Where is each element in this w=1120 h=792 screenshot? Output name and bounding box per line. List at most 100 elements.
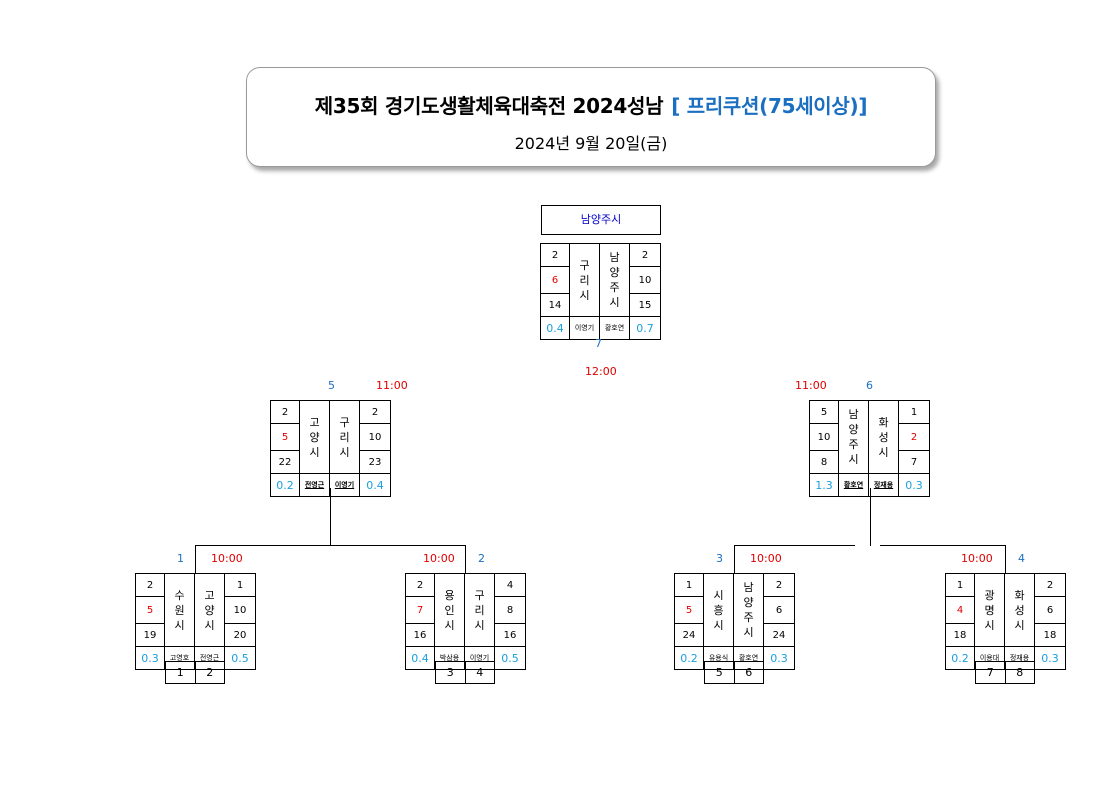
left-high-run: 8 [809, 450, 839, 474]
team-name-char: 남 [848, 408, 859, 421]
match-time: 11:00 [795, 379, 827, 392]
right-innings-count: 2 [359, 400, 391, 424]
bracket-line [195, 545, 466, 546]
team-name-char: 고 [309, 415, 320, 429]
left-innings-count: 2 [270, 400, 300, 424]
team-name-char: 주 [848, 438, 859, 451]
team-name-char: 남 [609, 251, 620, 264]
team-name-char: 시 [848, 453, 859, 466]
team-name-char: 시 [984, 618, 995, 632]
team-name-char: 명 [984, 603, 995, 617]
right-referee: 정재용 [868, 473, 899, 497]
left-referee: 전영근 [299, 473, 330, 497]
team-name-char: 양 [309, 430, 320, 444]
match-number: 1 [177, 552, 184, 565]
left-average: 0.4 [405, 646, 435, 670]
right-score: 10 [629, 266, 661, 294]
left-score: 5 [135, 596, 165, 624]
team-name-char: 양 [743, 596, 754, 609]
champion-box: 남양주시 [541, 205, 661, 235]
right-high-run: 15 [629, 293, 661, 317]
team-name-char: 시 [713, 618, 724, 632]
right-average: 0.5 [224, 646, 256, 670]
team-name-char: 구 [474, 588, 485, 602]
left-score: 4 [945, 596, 975, 624]
team-name-char: 남 [743, 581, 754, 594]
left-innings-count: 2 [135, 573, 165, 597]
draw-slot: 2 [194, 661, 225, 684]
title-box: 제35회 경기도생활체육대축전 2024성남[ 프리쿠션(75세이상)] 202… [246, 67, 936, 167]
draw-slot: 6 [733, 661, 764, 684]
right-innings-count: 1 [898, 400, 930, 424]
team-name-char: 구 [579, 258, 590, 272]
page-title: 제35회 경기도생활체육대축전 2024성남[ 프리쿠션(75세이상)] [247, 90, 935, 119]
team-name-char: 시 [609, 296, 620, 309]
left-high-run: 22 [270, 450, 300, 474]
match-time: 10:00 [211, 552, 243, 565]
right-innings-count: 2 [763, 573, 795, 597]
team-name-char: 시 [743, 626, 754, 639]
left-average: 1.3 [809, 473, 839, 497]
draw-slot: 1 [165, 661, 196, 684]
team-name-char: 리 [339, 430, 350, 444]
team-name-char: 리 [579, 273, 590, 287]
match-number: 2 [478, 552, 485, 565]
draw-slot: 7 [975, 661, 1006, 684]
team-name-char: 원 [174, 603, 185, 617]
bracket-line [1005, 545, 1006, 573]
team-name-char: 양 [848, 423, 859, 436]
right-score: 2 [898, 423, 930, 451]
draw-slot: 3 [435, 661, 466, 684]
team-name-char: 인 [444, 603, 455, 617]
team-name-char: 시 [174, 618, 185, 632]
match-number: 6 [866, 379, 873, 392]
right-score: 10 [359, 423, 391, 451]
team-name-char: 시 [309, 445, 320, 459]
final-match-time: 12:00 [585, 365, 617, 378]
draw-slot: 5 [704, 661, 735, 684]
team-name-char: 양 [609, 266, 620, 279]
team-name-char: 시 [474, 618, 485, 632]
right-average: 0.3 [763, 646, 795, 670]
team-name-char: 고 [204, 588, 215, 602]
left-average: 0.2 [270, 473, 300, 497]
right-average: 0.3 [1034, 646, 1066, 670]
team-name-char: 주 [743, 611, 754, 624]
team-name-char: 구 [339, 415, 350, 429]
team-name-char: 시 [579, 288, 590, 302]
bracket-line [870, 488, 871, 546]
right-score: 8 [494, 596, 526, 624]
left-score: 7 [405, 596, 435, 624]
tournament-title: 제35회 경기도생활체육대축전 2024성남 [314, 94, 664, 118]
team-name-char: 리 [474, 603, 485, 617]
left-average: 0.4 [540, 316, 570, 340]
team-name-char: 광 [984, 588, 995, 602]
team-name-char: 흥 [713, 603, 724, 617]
team-name-char: 화 [878, 415, 889, 429]
left-high-run: 14 [540, 293, 570, 317]
left-high-run: 19 [135, 623, 165, 647]
right-innings-count: 4 [494, 573, 526, 597]
left-referee: 이영기 [569, 316, 600, 340]
left-high-run: 16 [405, 623, 435, 647]
team-name-char: 시 [878, 445, 889, 459]
left-innings-count: 2 [405, 573, 435, 597]
team-name-char: 시 [339, 445, 350, 459]
right-high-run: 18 [1034, 623, 1066, 647]
right-average: 0.4 [359, 473, 391, 497]
left-average: 0.2 [945, 646, 975, 670]
right-average: 0.5 [494, 646, 526, 670]
